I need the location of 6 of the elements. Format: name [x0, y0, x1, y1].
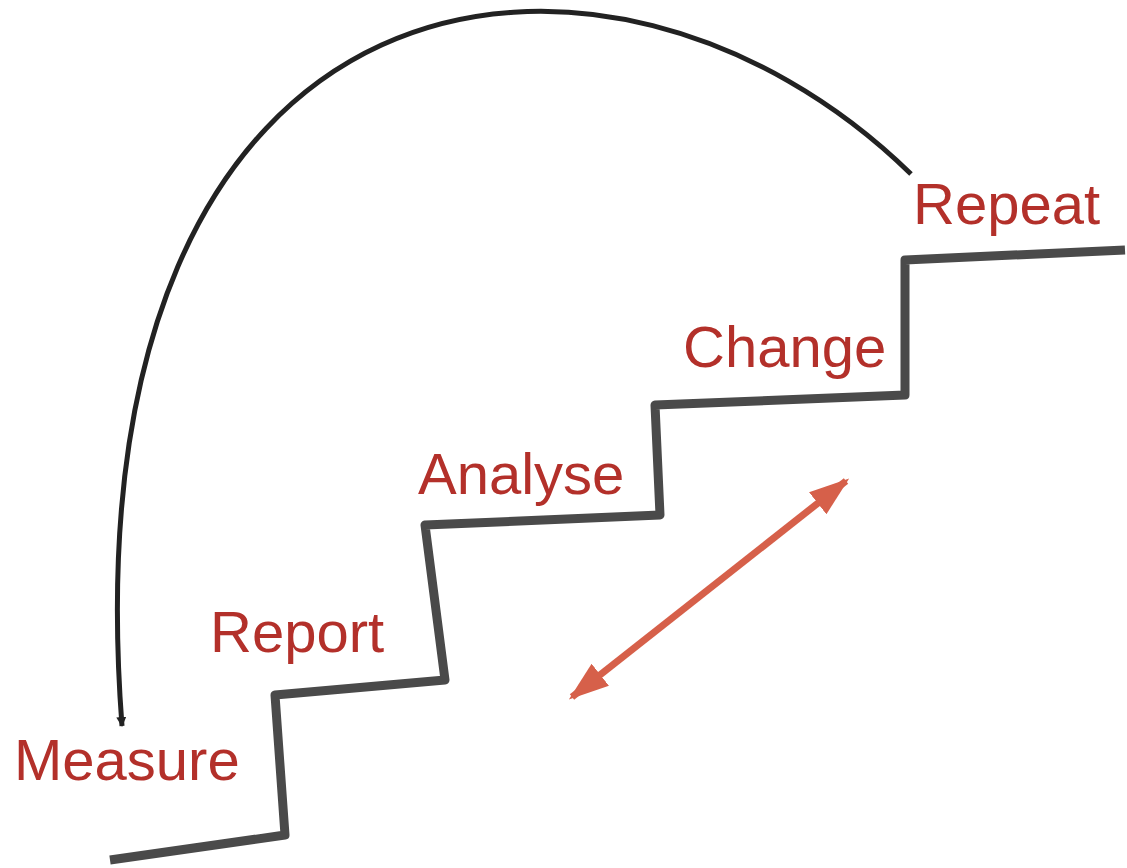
step-label: Analyse	[418, 442, 625, 506]
step-label: Change	[683, 315, 887, 379]
curved-arrow	[116, 9, 913, 727]
step-label: Report	[210, 600, 385, 664]
step-label: Measure	[14, 728, 240, 792]
step-label: Repeat	[913, 172, 1101, 236]
